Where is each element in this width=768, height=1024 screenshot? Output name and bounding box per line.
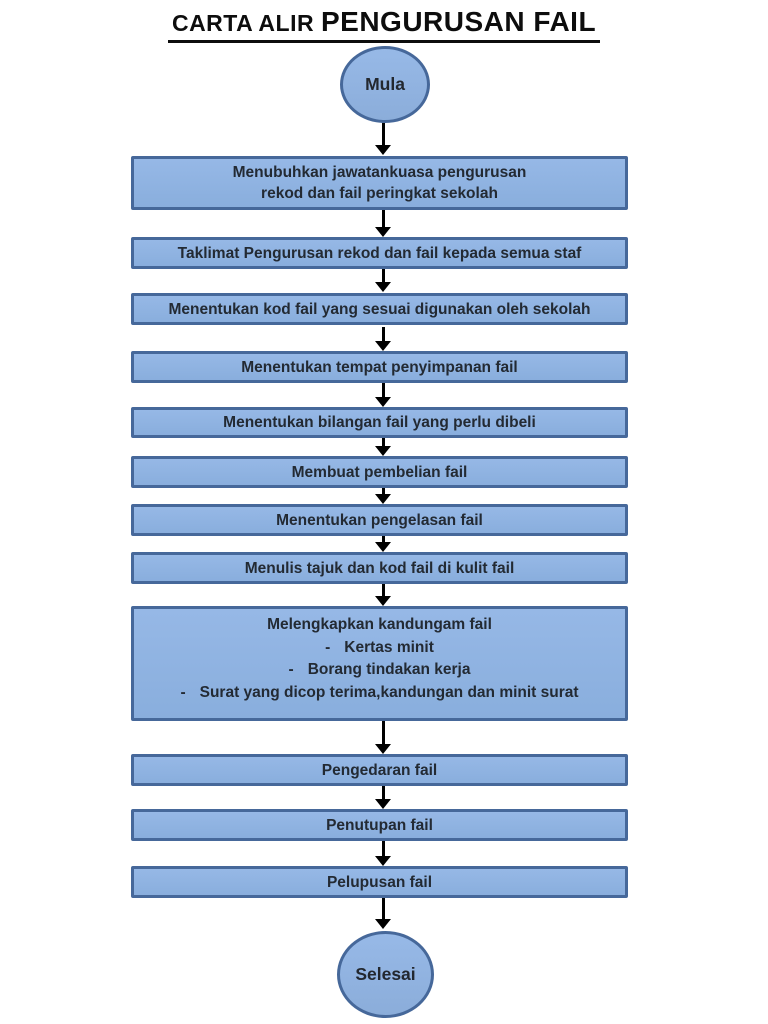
step-label: Menubuhkan jawatankuasa pengurusan rekod… <box>232 164 527 202</box>
flow-arrow-icon <box>375 438 391 456</box>
process-box-3: Menentukan kod fail yang sesuai digunaka… <box>131 293 628 325</box>
process-box-10: Pengedaran fail <box>131 754 628 786</box>
bullet-item: -Kertas minit <box>325 637 434 660</box>
process-box-6: Membuat pembelian fail <box>131 456 628 488</box>
end-terminator: Selesai <box>337 931 434 1018</box>
flow-arrow-icon <box>375 383 391 407</box>
step-label: Membuat pembelian fail <box>291 463 468 481</box>
bullet-item-label: Borang tindakan kerja <box>307 661 471 678</box>
step-label: Pengedaran fail <box>321 761 438 779</box>
flow-arrow-icon <box>375 327 391 351</box>
start-label: Mula <box>365 74 405 94</box>
step-label: Taklimat Pengurusan rekod dan fail kepad… <box>177 244 582 262</box>
flow-arrow-icon <box>375 898 391 929</box>
title-main: PENGURUSAN FAIL <box>320 6 597 37</box>
bullet-item-label: Surat yang dicop terima,kandungan dan mi… <box>199 683 579 701</box>
step-label: Menentukan bilangan fail yang perlu dibe… <box>223 414 536 431</box>
process-box-8: Menulis tajuk dan kod fail di kulit fail <box>131 552 628 584</box>
bullet-item: -Surat yang dicop terima,kandungan dan m… <box>180 682 578 705</box>
flow-arrow-icon <box>375 721 391 754</box>
step-label: Menentukan pengelasan fail <box>276 511 483 529</box>
flow-arrow-icon <box>375 488 391 504</box>
flow-arrow-icon <box>375 269 391 292</box>
process-box-12: Pelupusan fail <box>131 866 628 898</box>
start-terminator: Mula <box>340 46 430 123</box>
bullet-item-label: Kertas minit <box>344 638 434 656</box>
dash-marker: - <box>180 683 186 701</box>
dash-marker: - <box>325 638 331 656</box>
process-box-5: Menentukan bilangan fail yang perlu dibe… <box>131 407 628 438</box>
step-label: Penutupan fail <box>326 816 433 834</box>
process-box-1: Menubuhkan jawatankuasa pengurusan rekod… <box>131 156 628 210</box>
bullet-item: -Borang tindakan kerja <box>289 659 471 682</box>
step-label: Menulis tajuk dan kod fail di kulit fail <box>244 559 515 577</box>
process-box-7: Menentukan pengelasan fail <box>131 504 628 536</box>
page-title: CARTA ALIR PENGURUSAN FAIL <box>0 6 768 43</box>
process-box-11: Penutupan fail <box>131 809 628 841</box>
step-label: Menentukan tempat penyimpanan fail <box>241 358 518 376</box>
page-title-text: CARTA ALIR PENGURUSAN FAIL <box>167 6 601 43</box>
process-box-2: Taklimat Pengurusan rekod dan fail kepad… <box>131 237 628 269</box>
flow-arrow-icon <box>375 123 391 155</box>
process-box-9: Melengkapkan kandungam fail -Kertas mini… <box>131 606 628 721</box>
title-prefix: CARTA ALIR <box>171 10 321 36</box>
flow-arrow-icon <box>375 786 391 809</box>
flow-arrow-icon <box>375 841 391 866</box>
dash-marker: - <box>288 661 294 678</box>
end-label: Selesai <box>355 964 416 984</box>
flow-arrow-icon <box>375 584 391 606</box>
flow-arrow-icon <box>375 536 391 552</box>
flow-arrow-icon <box>375 210 391 237</box>
step-label: Pelupusan fail <box>326 873 433 891</box>
step-label: Melengkapkan kandungam fail <box>267 616 492 633</box>
process-box-4: Menentukan tempat penyimpanan fail <box>131 351 628 383</box>
step-label: Menentukan kod fail yang sesuai digunaka… <box>168 300 591 318</box>
